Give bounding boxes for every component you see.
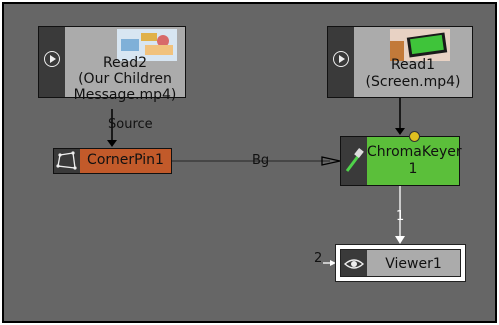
video-thumbnail-icon [390, 29, 450, 61]
read1-node[interactable]: Read1 (Screen.mp4) [327, 26, 473, 98]
arrowhead-cornerpin [107, 140, 117, 147]
edge-label-source: Source [108, 117, 153, 132]
play-icon [333, 51, 349, 67]
node-title: ChromaKeyer [367, 144, 462, 160]
arrowhead-viewer-input2 [330, 260, 336, 266]
read2-node[interactable]: Read2 (Our Children Message.mp4) [38, 26, 186, 103]
node-title: Read1 [390, 57, 436, 73]
node-title: Read2 [102, 55, 148, 71]
read-node-sidebar [39, 27, 65, 97]
mask-indicator-icon [409, 131, 420, 142]
node-file-line1: (Screen.mp4) [365, 74, 461, 90]
arrowhead-chroma [395, 128, 405, 135]
eyedropper-icon [345, 148, 364, 172]
viewer-node[interactable]: Viewer1 [335, 244, 466, 282]
node-title: CornerPin1 [87, 152, 164, 168]
edge-label-viewer-input: 2 [314, 251, 323, 266]
viewer-node-body: Viewer1 [340, 249, 461, 277]
node-title: Viewer1 [385, 256, 442, 272]
node-file-line2: Message.mp4) [73, 87, 177, 103]
chromakeyer-node[interactable]: ChromaKeyer 1 [340, 131, 462, 186]
edge-label-chroma-output: 1 [396, 209, 405, 224]
video-thumbnail-icon [117, 29, 177, 61]
play-icon [44, 51, 60, 67]
node-file-line1: (Our Children [78, 71, 172, 87]
arrowhead-bg [321, 156, 341, 166]
cornerpin-node-sidebar [54, 149, 80, 173]
eye-icon [343, 259, 365, 269]
read-node-sidebar [328, 27, 354, 97]
cornerpin-icon [56, 151, 77, 170]
arrowhead-viewer [395, 236, 405, 244]
edge-label-bg: Bg [252, 153, 270, 168]
node-title-line2: 1 [408, 161, 418, 177]
cornerpin-node[interactable]: CornerPin1 [53, 148, 172, 174]
chromakeyer-node-sidebar [341, 137, 367, 185]
viewer-node-sidebar [341, 250, 367, 276]
